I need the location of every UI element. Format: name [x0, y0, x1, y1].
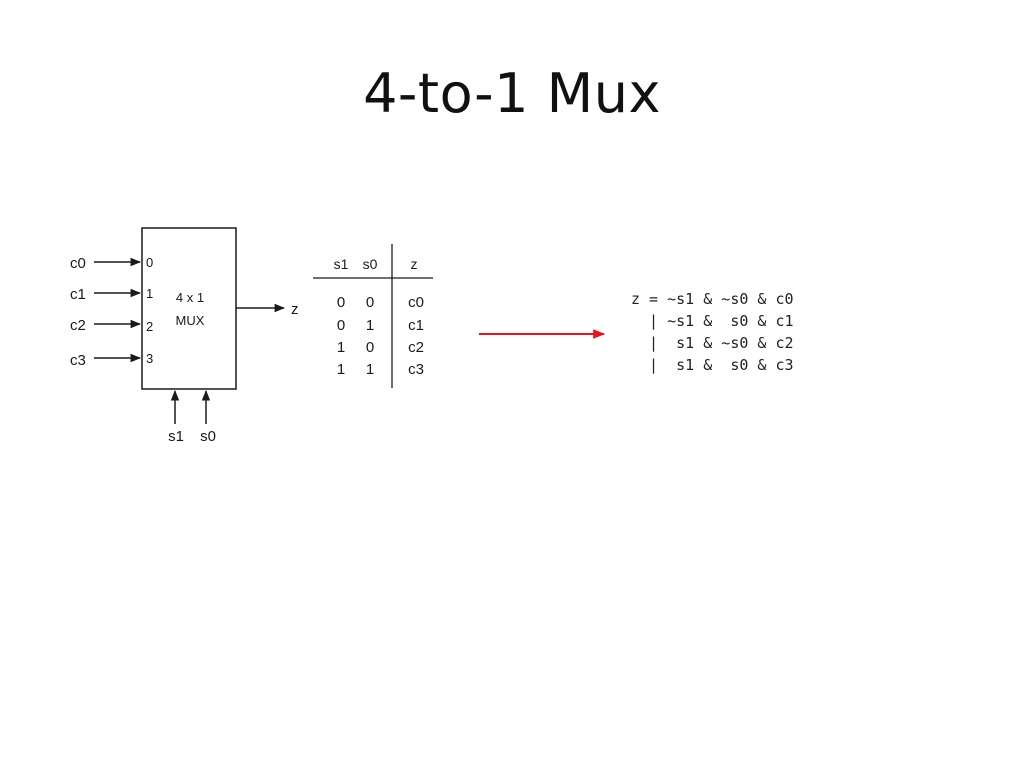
expression-line: | s1 & s0 & c3 — [631, 356, 794, 374]
select-label-s1: s1 — [168, 428, 184, 445]
table-cell: c1 — [408, 317, 424, 334]
port-number-0: 0 — [146, 255, 153, 270]
expression-line: | ~s1 & s0 & c1 — [631, 312, 794, 330]
table-cell: 1 — [337, 361, 345, 378]
table-header-s0: s0 — [363, 256, 378, 272]
input-label-c1: c1 — [70, 286, 86, 303]
table-cell: 1 — [366, 317, 374, 334]
table-cell: 0 — [366, 294, 374, 311]
table-cell: 0 — [366, 339, 374, 356]
mux-label-size: 4 x 1 — [176, 290, 204, 305]
table-header-s1: s1 — [334, 256, 349, 272]
output-label-z: z — [291, 301, 299, 318]
truth-table: s1 s0 z 0 0 c0 0 1 c1 1 0 c2 1 1 c3 — [313, 244, 433, 388]
boolean-expression: z = ~s1 & ~s0 & c0 | ~s1 & s0 & c1 | s1 … — [631, 290, 794, 374]
expression-line: | s1 & ~s0 & c2 — [631, 334, 794, 352]
select-label-s0: s0 — [200, 428, 216, 445]
slide-title: 4-to-1 Mux — [363, 62, 661, 125]
mux-label-name: MUX — [176, 313, 205, 328]
input-label-c0: c0 — [70, 255, 86, 272]
table-header-z: z — [411, 256, 418, 272]
table-cell: 0 — [337, 294, 345, 311]
table-cell: 1 — [337, 339, 345, 356]
port-number-1: 1 — [146, 286, 153, 301]
table-cell: 1 — [366, 361, 374, 378]
port-number-3: 3 — [146, 351, 153, 366]
table-cell: 0 — [337, 317, 345, 334]
table-cell: c0 — [408, 294, 424, 311]
input-label-c2: c2 — [70, 317, 86, 334]
mux-box — [141, 227, 237, 390]
port-number-2: 2 — [146, 319, 153, 334]
table-cell: c2 — [408, 339, 424, 356]
input-label-c3: c3 — [70, 352, 86, 369]
expression-line: z = ~s1 & ~s0 & c0 — [631, 290, 794, 308]
table-cell: c3 — [408, 361, 424, 378]
mux-block: 4 x 1 MUX c0 0 c1 1 c2 2 c3 3 z s1 s0 — [70, 227, 299, 445]
